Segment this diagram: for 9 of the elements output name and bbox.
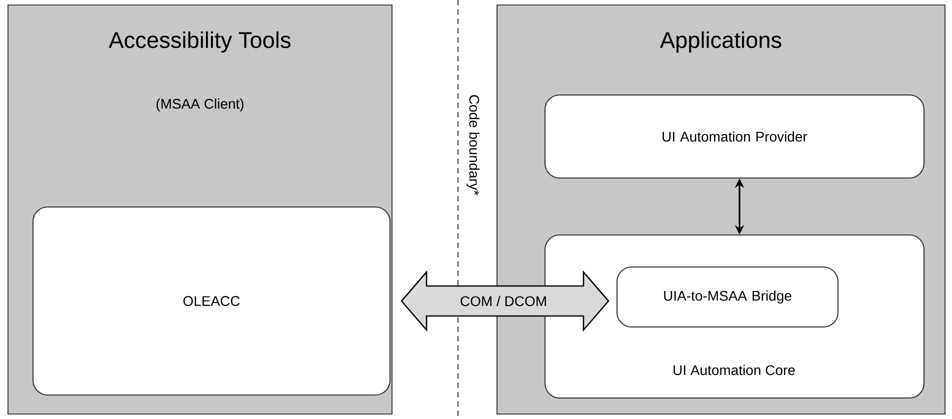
- panel-title: Applications: [660, 31, 782, 53]
- component-label: UI Automation Core: [674, 364, 795, 376]
- boundary-label: Code boundary*: [466, 95, 480, 196]
- panel-subtitle: (MSAA Client): [156, 98, 244, 112]
- component-box: UI Automation Provider: [544, 94, 925, 179]
- edge-label: COM / DCOM: [460, 296, 546, 306]
- panel-title: Accessibility Tools: [108, 31, 290, 53]
- component-box: OLEACC: [32, 206, 391, 396]
- component-box: UIA-to-MSAA Bridge: [616, 266, 839, 328]
